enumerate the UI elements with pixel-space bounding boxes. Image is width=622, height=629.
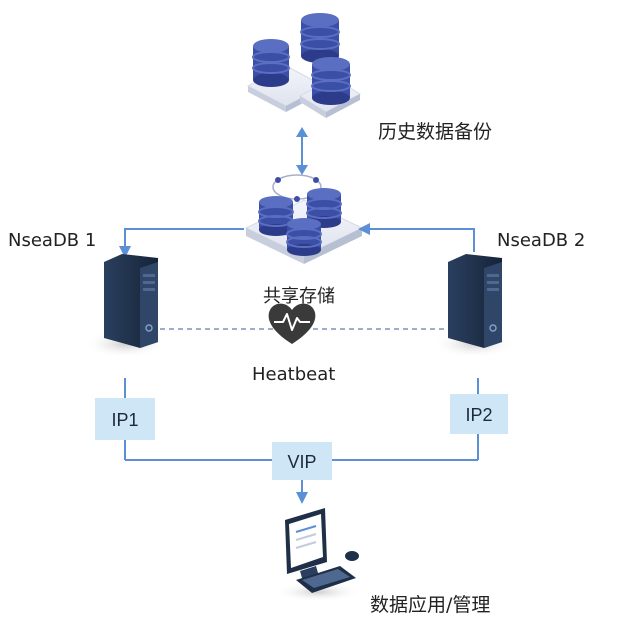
- backup-storage-icon: [246, 13, 362, 118]
- computer-icon: [274, 508, 362, 602]
- ip1-box: IP1: [95, 398, 155, 440]
- storage-links: [119, 223, 475, 258]
- node2-label: NseaDB 2: [497, 230, 585, 251]
- node1-server-icon: [83, 254, 167, 358]
- ip2-label: IP2: [465, 405, 492, 425]
- vip-label: VIP: [287, 452, 316, 472]
- vip-box: VIP: [272, 442, 332, 480]
- node1-label: NseaDB 1: [8, 230, 96, 251]
- backup-sync-arrow: [296, 127, 308, 175]
- heart-pulse-icon: [268, 303, 316, 344]
- app-management-label: 数据应用/管理: [370, 594, 490, 616]
- heartbeat-label: Heatbeat: [252, 364, 335, 385]
- shared-storage-label: 共享存储: [263, 286, 335, 307]
- network-lines: [124, 378, 479, 504]
- ip1-label: IP1: [111, 410, 138, 430]
- shared-storage-icon: [244, 174, 364, 264]
- history-backup-label: 历史数据备份: [378, 121, 492, 143]
- ip2-box: IP2: [450, 394, 508, 434]
- node2-server-icon: [432, 254, 516, 358]
